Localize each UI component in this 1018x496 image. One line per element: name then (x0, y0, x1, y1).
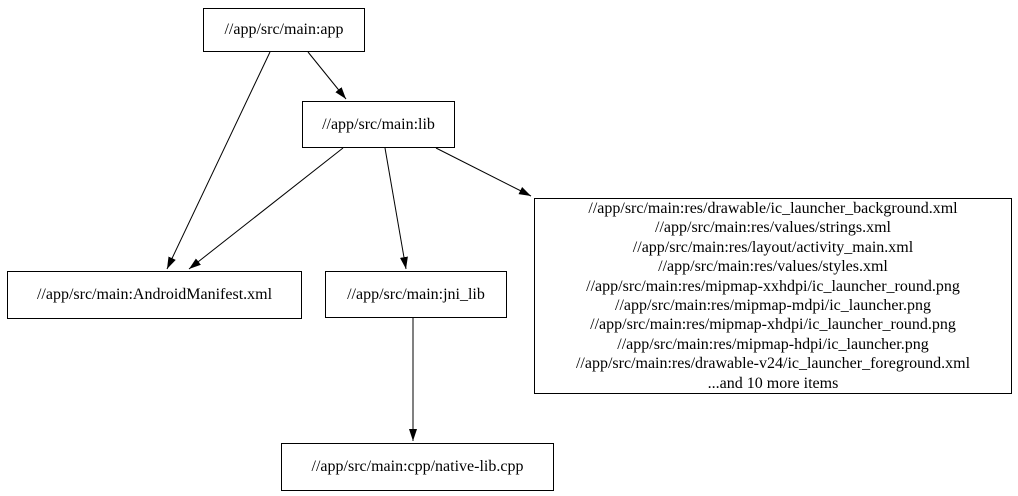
node-label-line: //app/src/main:res/mipmap-hdpi/ic_launch… (617, 335, 929, 353)
node-jni-lib-label: //app/src/main:jni_lib (347, 285, 485, 303)
node-label-line: //app/src/main:res/drawable/ic_launcher_… (588, 199, 958, 217)
node-res-group-lines: //app/src/main:res/drawable/ic_launcher_… (576, 199, 970, 393)
node-jni-lib: //app/src/main:jni_lib (325, 271, 507, 318)
node-android-manifest: //app/src/main:AndroidManifest.xml (7, 271, 302, 319)
node-label-line: //app/src/main:res/values/strings.xml (655, 219, 891, 237)
node-app-label: //app/src/main:app (224, 21, 344, 38)
node-lib-label: //app/src/main:lib (322, 115, 435, 133)
node-label-line: //app/src/main:res/mipmap-xhdpi/ic_launc… (590, 316, 956, 334)
node-label-line: //app/src/main:res/layout/activity_main.… (632, 238, 914, 256)
node-label-line: ...and 10 more items (707, 374, 839, 392)
node-label-line: //app/src/main:res/mipmap-xxhdpi/ic_laun… (586, 277, 960, 295)
edge-lib-to-jni-lib (384, 147, 408, 270)
edge-app-to-android-manifest (166, 51, 271, 270)
node-native-lib-label: //app/src/main:cpp/native-lib.cpp (311, 458, 524, 475)
node-android-manifest-label: //app/src/main:AndroidManifest.xml (36, 286, 273, 303)
node-label-line: //app/src/main:res/drawable-v24/ic_launc… (575, 355, 971, 373)
edge-app-to-lib (307, 51, 347, 100)
node-lib: //app/src/main:lib (302, 101, 455, 148)
node-label-line: //app/src/main:res/mipmap-mdpi/ic_launch… (615, 297, 931, 314)
node-label-line: //app/src/main:res/values/styles.xml (658, 258, 888, 276)
node-app: //app/src/main:app (203, 8, 365, 52)
node-native-lib: //app/src/main:cpp/native-lib.cpp (281, 443, 554, 491)
node-res-group: //app/src/main:res/drawable/ic_launcher_… (534, 198, 1012, 394)
edge-lib-to-res-group (435, 147, 532, 197)
edge-lib-to-android-manifest (188, 147, 344, 270)
